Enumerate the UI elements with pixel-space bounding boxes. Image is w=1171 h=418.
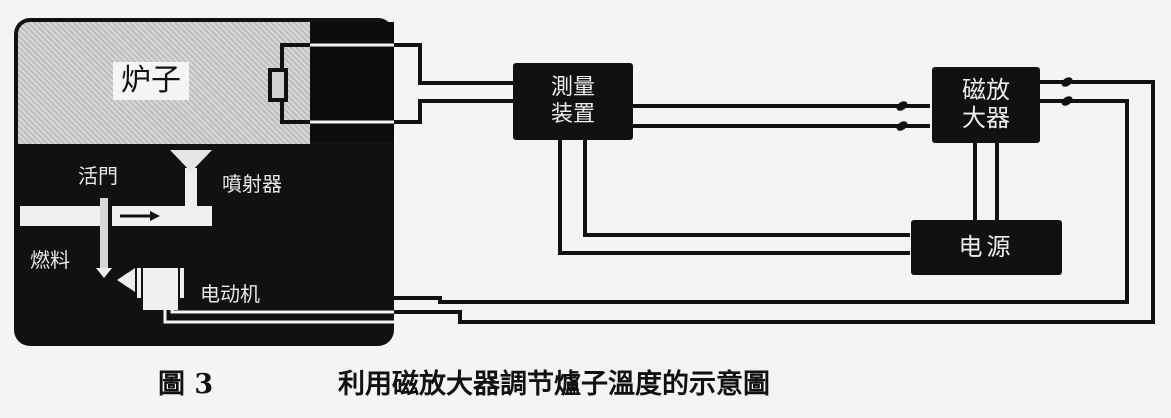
- valve-label: 活門: [78, 164, 118, 188]
- sprayer-icon: [170, 150, 212, 172]
- flow-arrow-icon: [150, 211, 160, 221]
- gear-icon: [117, 268, 135, 292]
- valve-arrow-icon: [96, 268, 112, 278]
- magnetic-amplifier-block: 磁放 大器: [932, 67, 1040, 143]
- wire-amp-motor-1: [394, 80, 1155, 324]
- wire-sensor-top: [394, 43, 515, 85]
- thermocouple-icon: [268, 68, 288, 102]
- power-supply-label: 电源: [958, 233, 1015, 261]
- fuel-label: 燃料: [30, 248, 70, 272]
- figure-title: 利用磁放大器調节爐子溫度的示意圖: [338, 369, 770, 400]
- wire-amp-motor-2: [394, 99, 1129, 304]
- furnace-label: 炉子: [113, 62, 189, 100]
- motor-label: 电动机: [200, 282, 260, 306]
- measuring-device-line1: 測量: [550, 75, 595, 100]
- measuring-device-block: 測量 装置: [513, 63, 633, 140]
- magnetic-amplifier-line1: 磁放: [962, 76, 1010, 104]
- power-supply-block: 电源: [911, 220, 1062, 275]
- measuring-device-line2: 装置: [550, 102, 595, 127]
- wire-meas-power-2: [558, 140, 910, 255]
- wire-sensor-bottom: [394, 99, 515, 124]
- valve-stem: [100, 198, 108, 268]
- figure-number: 圖 3: [158, 369, 214, 400]
- sprayer-label: 噴射器: [222, 172, 282, 196]
- fuel-pipe-right: [112, 206, 212, 226]
- magnetic-amplifier-line2: 大器: [962, 104, 1010, 132]
- wire-meas-power-1: [583, 140, 910, 237]
- fuel-pipe-left: [20, 206, 100, 226]
- motor-icon: [143, 268, 178, 310]
